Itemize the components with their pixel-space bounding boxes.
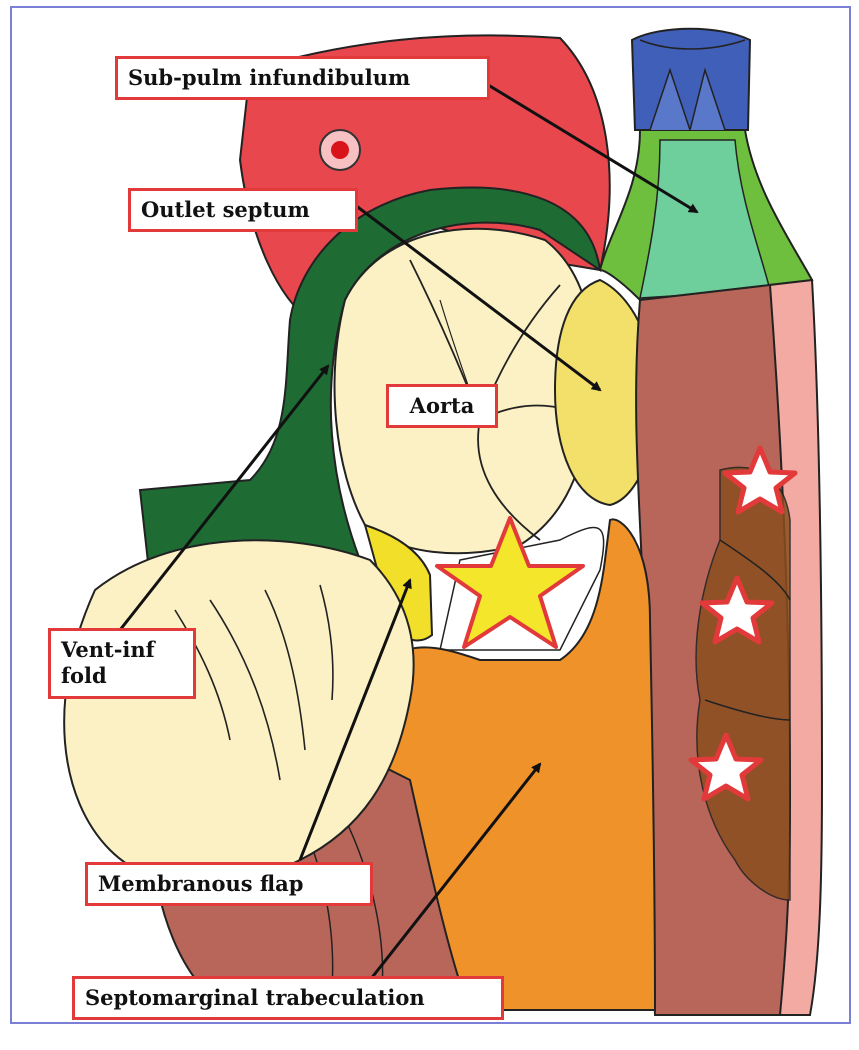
label-septomarginal-trabeculation: Septomarginal trabeculation [72,976,504,1020]
label-outlet-septum: Outlet septum [128,188,358,232]
label-vent-inf-fold-line1: Vent-inf [61,637,183,663]
label-sub-pulm-infundibulum: Sub-pulm infundibulum [115,56,490,100]
label-vent-inf-fold-line2: fold [61,663,183,689]
label-aorta: Aorta [386,384,498,428]
label-membranous-flap: Membranous flap [85,862,373,906]
label-vent-inf-fold: Vent-inf fold [48,628,196,699]
